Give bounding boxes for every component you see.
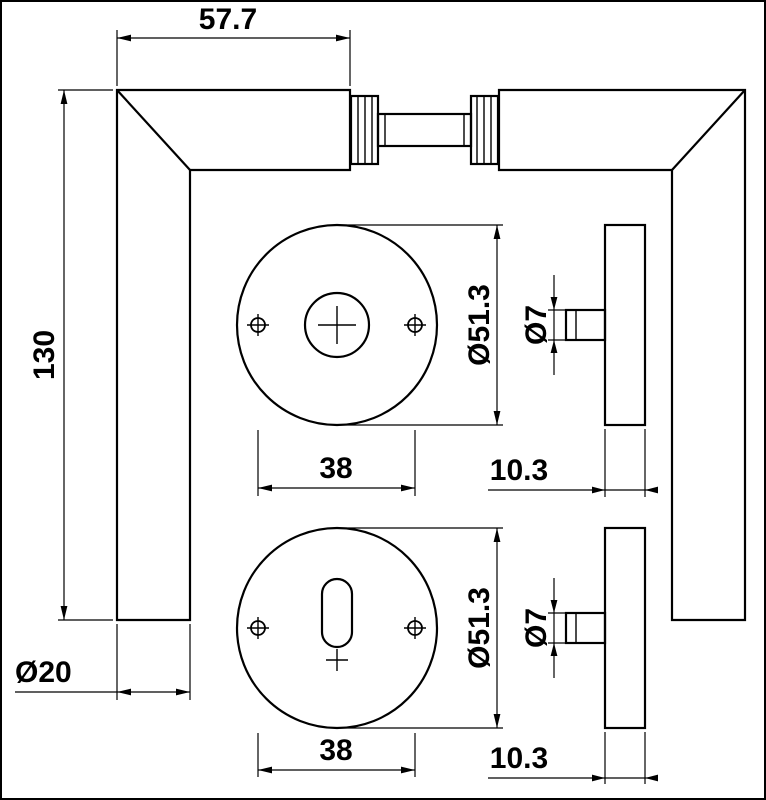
dim-label-grip-diameter: Ø20 bbox=[15, 656, 72, 689]
dim-label-bottom-rosette-thickness: 10.3 bbox=[490, 742, 548, 775]
rosette-outer-circle bbox=[235, 223, 439, 427]
dim-label-bottom-rosette-diameter: Ø51.3 bbox=[463, 587, 496, 669]
dim-top-rosette-diameter: Ø51.3 bbox=[340, 224, 503, 426]
dim-label-bottom-spindle-diameter: Ø7 bbox=[520, 608, 553, 648]
dim-bottom-spindle-diameter: Ø7 bbox=[520, 578, 567, 678]
dim-label-handle-length: 130 bbox=[28, 330, 61, 380]
arrowhead bbox=[401, 766, 415, 774]
dim-label-bottom-screw-spacing: 38 bbox=[319, 734, 352, 767]
dim-label-top-rosette-thickness: 10.3 bbox=[490, 454, 548, 487]
rosette-spindle-hole bbox=[303, 291, 371, 359]
arrowhead bbox=[176, 688, 190, 696]
dim-handle-width: 57.7 bbox=[116, 3, 351, 86]
left-lever-miter-line bbox=[116, 89, 191, 171]
dim-top-spindle-diameter: Ø7 bbox=[520, 275, 567, 375]
dim-grip-diameter: Ø20 bbox=[15, 624, 191, 700]
handle-top-view bbox=[115, 88, 747, 622]
arrowhead bbox=[645, 486, 658, 494]
spindle-shaft bbox=[376, 112, 473, 148]
arrowhead bbox=[336, 34, 350, 42]
arrowhead bbox=[493, 225, 501, 239]
arrowhead bbox=[493, 528, 501, 542]
arrowhead bbox=[550, 643, 558, 656]
arrowhead bbox=[117, 34, 131, 42]
dim-handle-length: 130 bbox=[28, 89, 113, 621]
right-lever-miter-line bbox=[671, 89, 746, 171]
bottom-rosette-plan bbox=[235, 526, 439, 730]
arrowhead bbox=[550, 340, 558, 353]
arrowhead bbox=[550, 297, 558, 310]
right-lever-outline bbox=[497, 88, 747, 622]
arrowhead bbox=[493, 714, 501, 728]
dim-label-handle-width: 57.7 bbox=[199, 3, 257, 36]
rosette-outer-circle bbox=[235, 526, 439, 730]
left-lever-outline bbox=[115, 88, 352, 622]
rosette-side-body bbox=[603, 223, 647, 427]
arrowhead bbox=[117, 688, 131, 696]
spindle-assembly bbox=[349, 94, 500, 166]
top-rosette-plan bbox=[235, 223, 439, 427]
dim-label-top-rosette-diameter: Ø51.3 bbox=[463, 284, 496, 366]
top-rosette-side-view bbox=[564, 223, 647, 427]
dim-bottom-rosette-thickness: 10.3 bbox=[488, 732, 658, 784]
keyhole-slot bbox=[320, 577, 354, 649]
arrowhead bbox=[258, 766, 272, 774]
rosette-side-body bbox=[603, 526, 647, 730]
spindle-stub bbox=[564, 611, 607, 645]
dim-bottom-screw-spacing: 38 bbox=[257, 733, 416, 777]
arrowhead bbox=[493, 411, 501, 425]
arrowhead bbox=[60, 90, 68, 104]
arrowhead bbox=[592, 774, 605, 782]
dim-label-top-screw-spacing: 38 bbox=[319, 452, 352, 485]
dim-top-screw-spacing: 38 bbox=[257, 430, 416, 496]
arrowhead bbox=[401, 484, 415, 492]
dim-label-top-spindle-diameter: Ø7 bbox=[520, 305, 553, 345]
arrowhead bbox=[550, 600, 558, 613]
arrowhead bbox=[592, 486, 605, 494]
dim-bottom-rosette-diameter: Ø51.3 bbox=[340, 527, 503, 729]
arrowhead bbox=[258, 484, 272, 492]
dim-top-rosette-thickness: 10.3 bbox=[488, 429, 658, 497]
arrowhead bbox=[60, 606, 68, 620]
spindle-stub bbox=[564, 308, 607, 342]
bottom-rosette-side-view bbox=[564, 526, 647, 730]
arrowhead bbox=[645, 774, 658, 782]
